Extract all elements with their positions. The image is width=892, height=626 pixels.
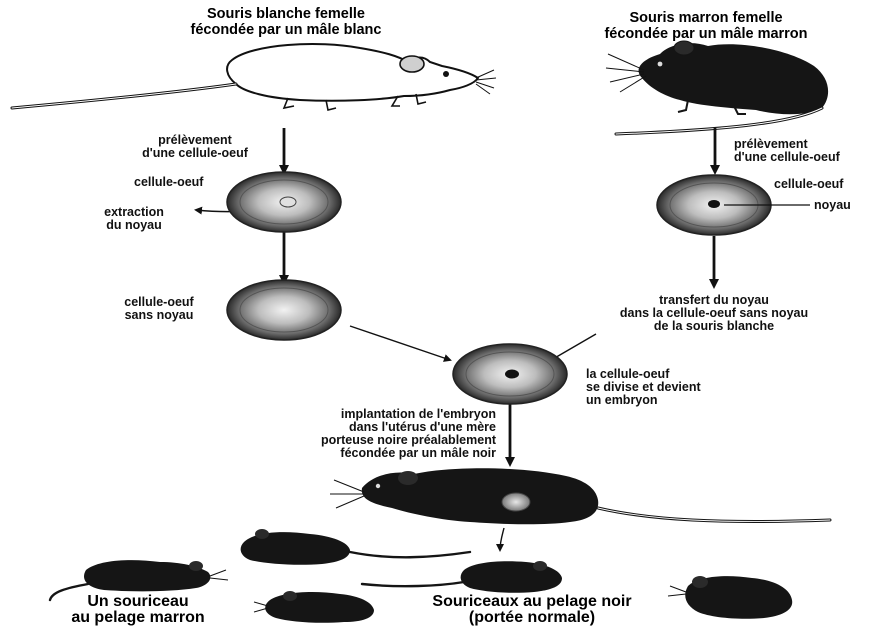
title-white-mouse: Souris blanche femelle fécondée par un m…: [150, 6, 422, 38]
label-prelevement-left: prélèvement d'une cellule-oeuf: [120, 134, 270, 160]
result-brown-pup: Un souriceau au pelage marron: [40, 594, 236, 626]
egg-cell-no-nucleus: [227, 280, 341, 340]
label-divise: la cellule-oeuf se divise et devient un …: [586, 368, 701, 407]
pup-black-1: [241, 529, 470, 565]
label-prelevement-right: prélèvement d'une cellule-oeuf: [734, 138, 840, 164]
brown-mouse: [606, 41, 828, 134]
extraction-line-2: du noyau: [82, 219, 186, 232]
label-implantation: implantation de l'embryon dans l'utérus …: [236, 408, 496, 460]
label-transfert: transfert du noyau dans la cellule-oeuf …: [576, 294, 852, 333]
label-cellule-oeuf-right: cellule-oeuf: [774, 178, 843, 191]
prelevement-left-line-2: d'une cellule-oeuf: [120, 147, 270, 160]
title-brown-line-1: Souris marron femelle: [566, 10, 846, 26]
result-black-line-2: (portée normale): [396, 610, 668, 626]
divise-line-3: un embryon: [586, 394, 701, 407]
white-mouse: [12, 44, 496, 110]
title-brown-line-2: fécondée par un mâle marron: [566, 26, 846, 42]
implantation-line-4: fécondée par un mâle noir: [236, 447, 496, 460]
title-white-line-1: Souris blanche femelle: [150, 6, 422, 22]
pup-black-4: [668, 576, 792, 619]
surrogate-mother: [330, 468, 830, 524]
transfert-line-3: de la souris blanche: [576, 320, 852, 333]
result-brown-line-1: Un souriceau: [40, 594, 236, 610]
label-cellule-oeuf-left: cellule-oeuf: [134, 176, 203, 189]
pup-black-2: [362, 561, 562, 593]
sans-noyau-line-2: sans noyau: [104, 309, 214, 322]
arrow-to-embryo: [350, 326, 450, 360]
title-white-line-2: fécondée par un mâle blanc: [150, 22, 422, 38]
title-brown-mouse: Souris marron femelle fécondée par un mâ…: [566, 10, 846, 42]
result-black-line-1: Souriceaux au pelage noir: [396, 594, 668, 610]
pup-black-3: [254, 591, 374, 623]
arrow-birth: [500, 528, 504, 550]
label-noyau: noyau: [814, 199, 851, 212]
label-extraction: extraction du noyau: [82, 206, 186, 232]
egg-cell-embryo: [453, 344, 567, 404]
label-sans-noyau: cellule-oeuf sans noyau: [104, 296, 214, 322]
egg-cell-left: [227, 172, 341, 232]
result-brown-line-2: au pelage marron: [40, 610, 236, 626]
result-black-pups: Souriceaux au pelage noir (portée normal…: [396, 594, 668, 626]
prelevement-right-line-2: d'une cellule-oeuf: [734, 151, 840, 164]
